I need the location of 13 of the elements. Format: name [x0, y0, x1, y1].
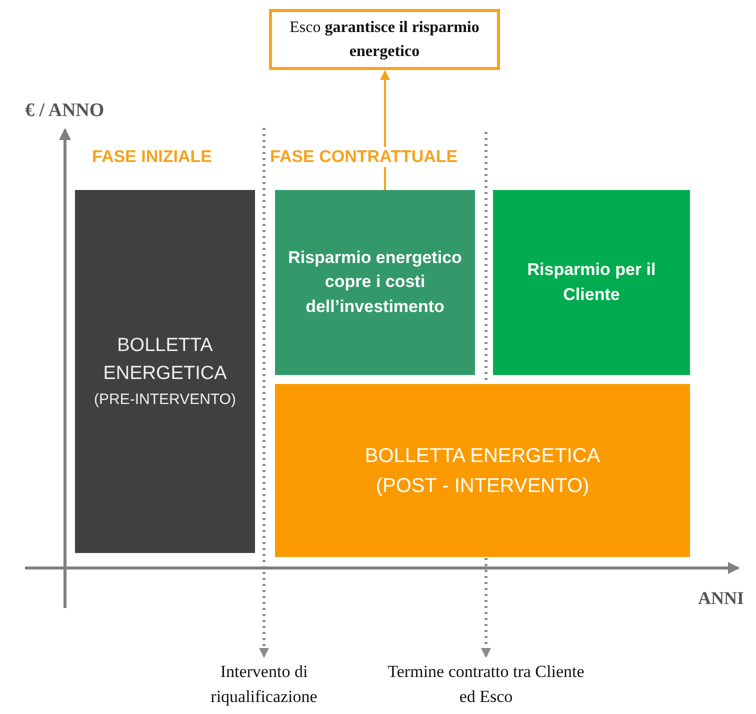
annotation-text: Intervento di riqualificazione [184, 658, 344, 712]
box-subtitle: (POST - INTERVENTO) [376, 474, 590, 498]
bar-block [75, 190, 255, 553]
bar-block: Risparmio energetico copre i costi dell’investimento [275, 190, 475, 375]
box-subtitle: (PRE-INTERVENTO) [94, 390, 236, 410]
box-title: BOLLETTA ENERGETICA [364, 444, 600, 468]
annotation-text: Termine contratto tra Cliente ed Esco [366, 658, 606, 712]
callout-box: Esco garantisce il risparmio energetico [269, 9, 500, 70]
bar-block [275, 384, 690, 557]
dotted-arrow [259, 128, 269, 658]
box-title: BOLLETTA ENERGETICA [102, 334, 228, 386]
phase-label: FASE CONTRATTUALE [270, 147, 458, 167]
bar-block: Risparmio per il Cliente [493, 190, 690, 375]
